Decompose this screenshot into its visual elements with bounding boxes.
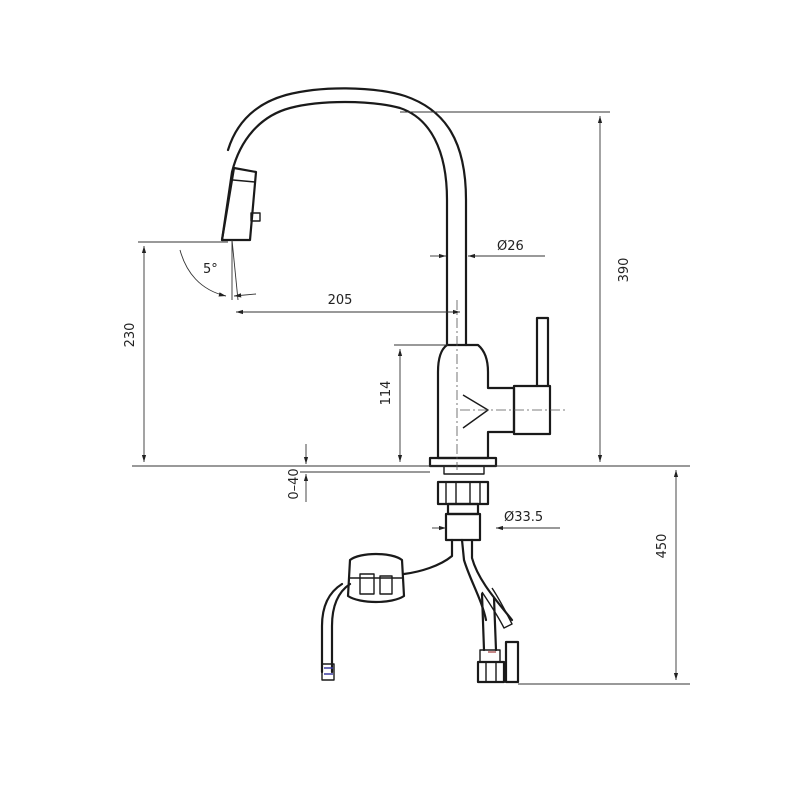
label-pipe-diameter: Ø26	[497, 239, 524, 254]
right-hose	[480, 592, 498, 652]
faucet-body	[436, 343, 516, 460]
faucet-outline	[220, 87, 568, 684]
lever-handle	[535, 316, 550, 388]
label-spout-reach: 205	[328, 293, 353, 308]
label-outlet-height: 230	[123, 323, 138, 348]
label-hose-length: 450	[655, 534, 670, 559]
dimension-labels: 390 Ø26 5° 205 230 114 0–40 Ø33.5 450	[123, 239, 670, 558]
spout-outer	[220, 100, 449, 347]
label-lever-height: 114	[379, 381, 394, 406]
dimension-lines	[132, 111, 690, 685]
left-hose	[320, 582, 352, 674]
spout-inner	[226, 87, 468, 347]
hose-splitter	[402, 538, 514, 622]
threaded-shank	[436, 480, 490, 542]
deck-flange	[428, 456, 498, 468]
inline-filter	[346, 552, 406, 604]
label-shank-diameter: Ø33.5	[504, 510, 543, 525]
label-spout-height: 390	[617, 258, 632, 283]
spray-head	[220, 166, 258, 242]
label-spray-angle: 5°	[203, 262, 218, 277]
label-deck-thickness: 0–40	[287, 468, 302, 499]
